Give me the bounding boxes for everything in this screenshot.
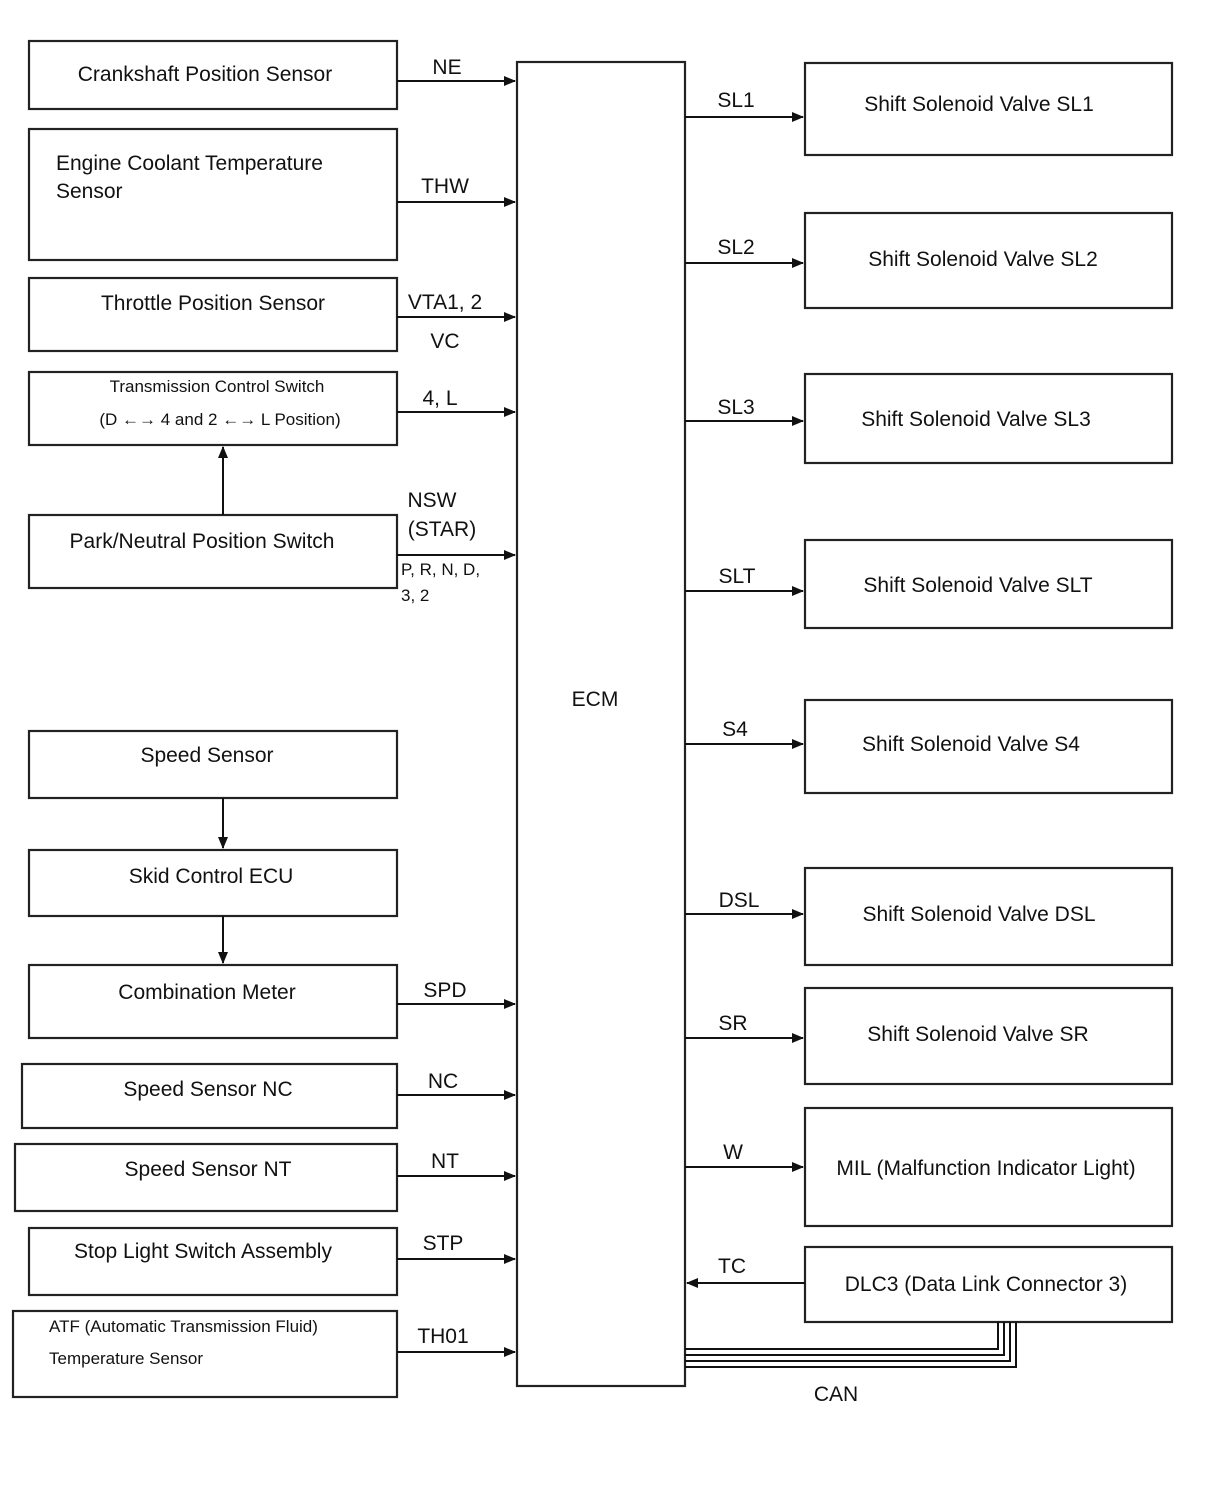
sr-signal-label: SR (718, 1012, 747, 1035)
dlc3-data-link-connector: DLC3 (Data Link Connector 3) (803, 1245, 1174, 1324)
stop-light-label: Stop Light Switch Assembly (74, 1240, 332, 1263)
shift-solenoid-valve-s4: Shift Solenoid Valve S4 (803, 698, 1174, 795)
speed-nc-label: Speed Sensor NC (123, 1078, 292, 1101)
combination-meter: Combination Meter (27, 963, 399, 1040)
th01-signal-label: TH01 (417, 1325, 468, 1348)
ne-signal-label: NE (432, 56, 461, 79)
can-label: CAN (814, 1383, 858, 1406)
stop-light-switch-assembly: Stop Light Switch Assembly (27, 1226, 399, 1297)
vta-signal-label: VTA1, 2 (408, 291, 482, 314)
park-neutral-label: Park/Neutral Position Switch (70, 530, 335, 553)
atf-label-line2: Temperature Sensor (49, 1349, 203, 1368)
shift-solenoid-valve-sl3: Shift Solenoid Valve SL3 (803, 372, 1174, 465)
nc-signal-label: NC (428, 1070, 458, 1093)
speed-sensor-nc: Speed Sensor NC (20, 1062, 399, 1130)
s4-signal-label: S4 (722, 718, 748, 741)
crankshaft-label: Crankshaft Position Sensor (78, 63, 332, 86)
sl2-label: Shift Solenoid Valve SL2 (868, 248, 1098, 271)
mil-malfunction-indicator-light: MIL (Malfunction Indicator Light) (803, 1106, 1174, 1228)
coolant-label-line2: Sensor (56, 180, 123, 203)
atf-label-line1: ATF (Automatic Transmission Fluid) (49, 1317, 318, 1336)
slt-signal-label: SLT (719, 565, 756, 588)
throttle-position-sensor: Throttle Position Sensor (27, 276, 399, 353)
skid-control-ecu: Skid Control ECU (27, 848, 399, 918)
vc-signal-label: VC (430, 330, 459, 353)
sl2-signal-label: SL2 (717, 236, 754, 259)
32-signal-label: 3, 2 (401, 586, 429, 605)
ecm-block: ECM (515, 60, 687, 1388)
throttle-label: Throttle Position Sensor (101, 292, 325, 315)
star-signal-label: (STAR) (408, 518, 476, 541)
shift-solenoid-valve-dsl: Shift Solenoid Valve DSL (803, 866, 1174, 967)
sr-label: Shift Solenoid Valve SR (867, 1023, 1088, 1046)
speed-sensor: Speed Sensor (27, 729, 399, 800)
sl3-signal-label: SL3 (717, 396, 754, 419)
combo-meter-label: Combination Meter (118, 981, 295, 1004)
speed-sensor-label: Speed Sensor (140, 744, 273, 767)
sl1-signal-label: SL1 (717, 89, 754, 112)
transmission-control-switch: Transmission Control Switch (D ←→ 4 and … (27, 370, 399, 447)
s4-label: Shift Solenoid Valve S4 (862, 733, 1080, 756)
ecm-label: ECM (572, 688, 619, 711)
dlc3-label: DLC3 (Data Link Connector 3) (845, 1273, 1127, 1296)
shift-solenoid-valve-sr: Shift Solenoid Valve SR (803, 986, 1174, 1086)
dsl-signal-label: DSL (719, 889, 760, 912)
skid-ecu-label: Skid Control ECU (129, 865, 294, 888)
shift-solenoid-valve-sl2: Shift Solenoid Valve SL2 (803, 211, 1174, 310)
w-signal-label: W (723, 1141, 743, 1164)
trans-switch-label-line1: Transmission Control Switch (110, 377, 325, 396)
trans-switch-label-line2: (D ←→ 4 and 2 ←→ L Position) (99, 410, 340, 429)
speed-nt-label: Speed Sensor NT (125, 1158, 292, 1181)
spd-signal-label: SPD (423, 979, 466, 1002)
nsw-signal-label: NSW (408, 489, 457, 512)
stp-signal-label: STP (423, 1232, 464, 1255)
shift-solenoid-valve-sl1: Shift Solenoid Valve SL1 (803, 61, 1174, 157)
coolant-label-line1: Engine Coolant Temperature (56, 152, 323, 175)
nt-signal-label: NT (431, 1150, 459, 1173)
4l-signal-label: 4, L (422, 387, 457, 410)
crankshaft-position-sensor: Crankshaft Position Sensor (27, 39, 399, 111)
sl3-label: Shift Solenoid Valve SL3 (861, 408, 1091, 431)
engine-coolant-temperature-sensor: Engine Coolant Temperature Sensor (27, 127, 399, 262)
shift-solenoid-valve-slt: Shift Solenoid Valve SLT (803, 538, 1174, 630)
dsl-label: Shift Solenoid Valve DSL (862, 903, 1095, 926)
speed-sensor-nt: Speed Sensor NT (13, 1142, 399, 1213)
slt-label: Shift Solenoid Valve SLT (863, 574, 1092, 597)
prnd-signal-label: P, R, N, D, (401, 560, 480, 579)
park-neutral-position-switch: Park/Neutral Position Switch (27, 513, 399, 590)
thw-signal-label: THW (421, 175, 469, 198)
atf-temperature-sensor: ATF (Automatic Transmission Fluid) Tempe… (11, 1309, 399, 1399)
tc-signal-label: TC (718, 1255, 746, 1278)
can-bus-lines (685, 1322, 1017, 1368)
sl1-label: Shift Solenoid Valve SL1 (864, 93, 1094, 116)
mil-label: MIL (Malfunction Indicator Light) (836, 1157, 1135, 1180)
